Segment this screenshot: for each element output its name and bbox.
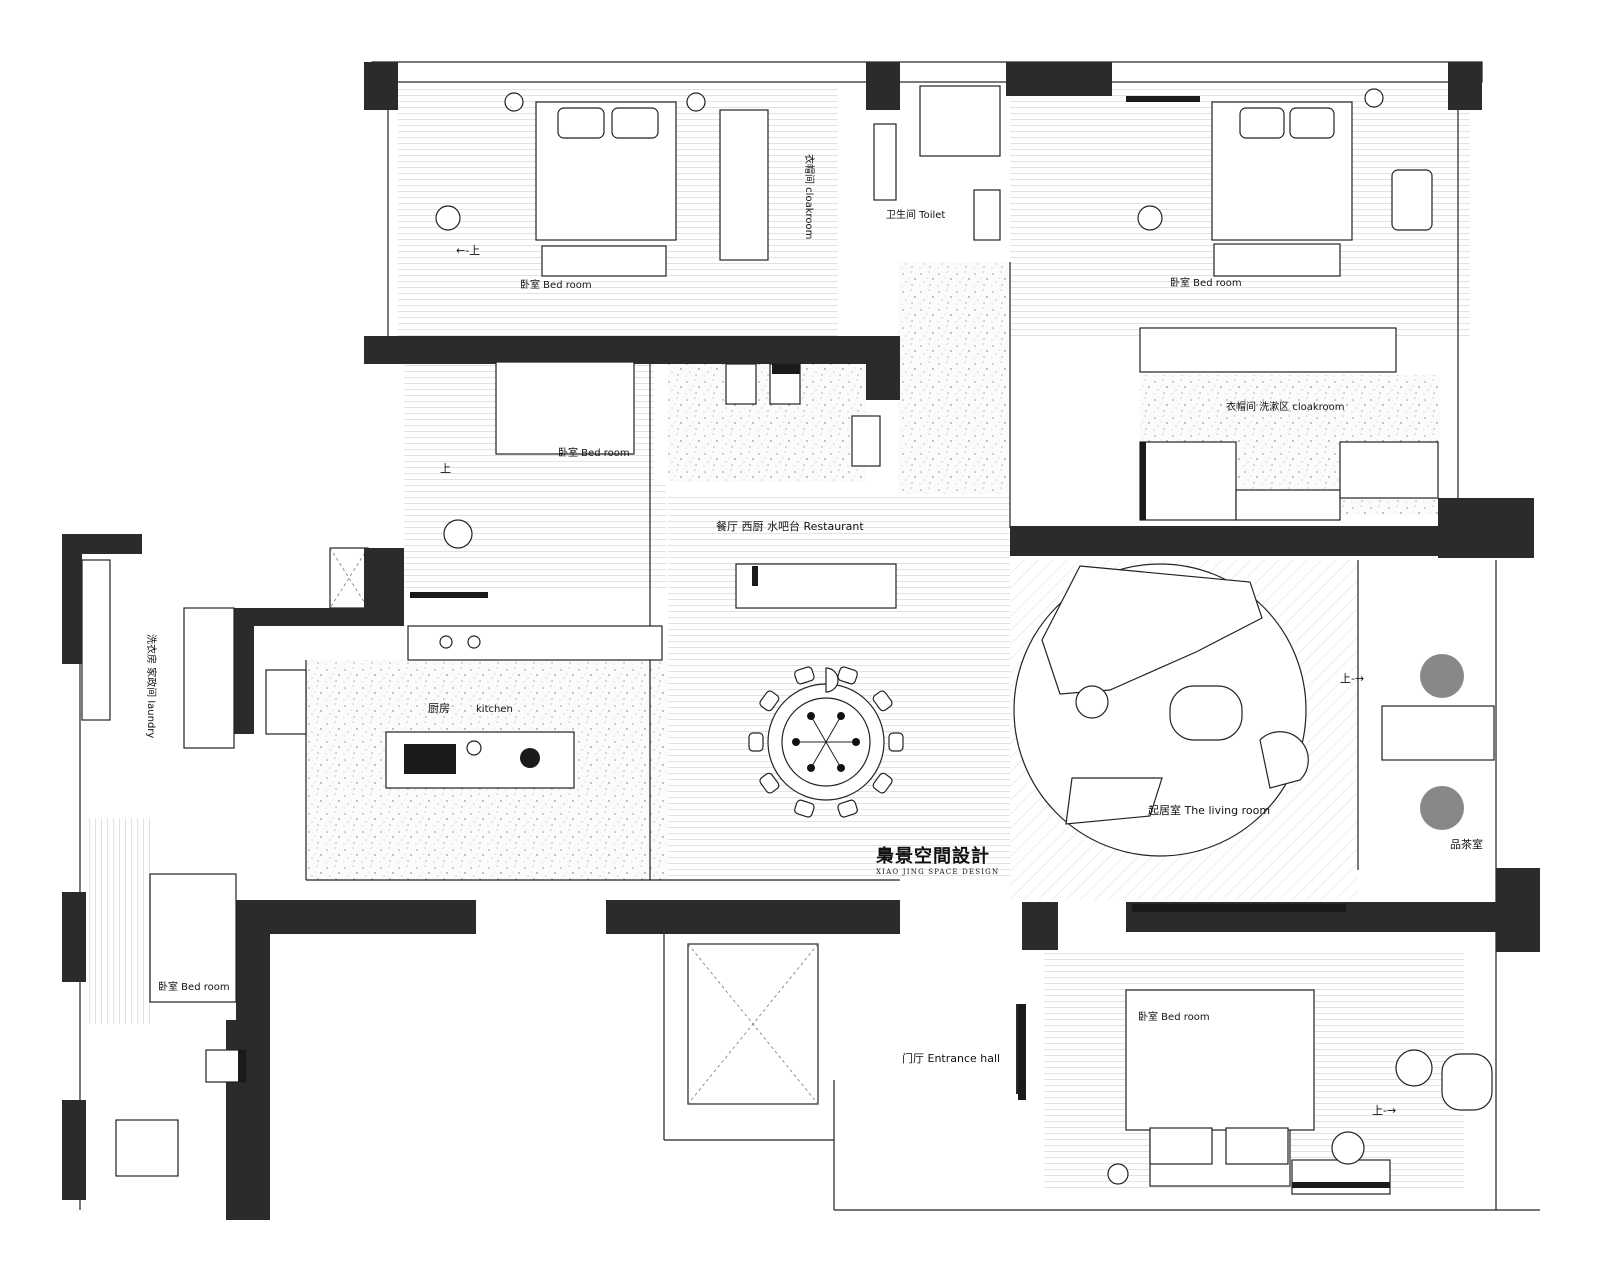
- wall-segment: [606, 900, 900, 934]
- dining-chair: [837, 666, 858, 685]
- dining-chair: [759, 690, 780, 712]
- lamp: [504, 92, 524, 112]
- lamp: [686, 92, 706, 112]
- pillow: [1289, 107, 1335, 139]
- dining-chair: [759, 772, 780, 794]
- label-toilet: 卫生间 Toilet: [886, 208, 945, 221]
- wall-column: [1496, 868, 1540, 952]
- bed-bench: [541, 245, 667, 277]
- wall-segment: [866, 336, 900, 400]
- label-bedroom-mid: 卧室 Bed room: [558, 446, 630, 459]
- pendant-arm: [825, 715, 842, 743]
- pendant-light: [807, 763, 815, 772]
- room-labels: 卧室 Bed room 衣帽间 cloakroom 卫生间 Toilet 卧室 …: [145, 154, 1483, 1117]
- pendant-light: [792, 738, 800, 746]
- stair-mark: 上‐→: [1372, 1104, 1396, 1117]
- pillow: [557, 107, 605, 139]
- label-bedroom-nw: 卧室 Bed room: [520, 278, 592, 291]
- side-table: [1075, 685, 1109, 719]
- label-bedroom-sw: 卧室 Bed room: [158, 980, 230, 993]
- wall-segment: [234, 608, 404, 626]
- pendant-arm: [825, 741, 842, 769]
- label-restaurant: 餐厅 西厨 水吧台 Restaurant: [716, 519, 864, 533]
- bed: [495, 361, 635, 455]
- stool: [435, 205, 461, 231]
- dining-chair: [748, 732, 764, 752]
- pendant-light: [807, 712, 815, 721]
- stool: [1137, 205, 1163, 231]
- pendant-light: [837, 712, 845, 721]
- wall-column: [866, 62, 900, 110]
- label-kitchen-en: kitchen: [476, 704, 513, 715]
- dining-chair: [794, 799, 815, 818]
- coffee-table: [1169, 685, 1243, 741]
- dining-chair: [837, 799, 858, 818]
- wall-segment: [236, 900, 476, 934]
- lounge-rug: [1065, 777, 1163, 825]
- label-tea-room: 品茶室: [1450, 837, 1483, 851]
- desk-chair: [1391, 169, 1433, 231]
- logo-main: 梟景空間設計: [875, 845, 990, 867]
- pendant-light: [837, 763, 845, 772]
- sofa: [1041, 565, 1263, 695]
- wall-segment: [364, 336, 900, 364]
- pendant-light: [852, 738, 860, 746]
- floor-corridor-sw: [88, 818, 150, 1024]
- label-cloakroom-n: 衣帽间 cloakroom: [803, 154, 816, 239]
- pillow: [611, 107, 659, 139]
- wall-column: [1022, 902, 1058, 950]
- bar-counter: [735, 563, 897, 609]
- wall-segment: [1010, 526, 1496, 556]
- dining-chair: [872, 772, 893, 794]
- walls: [62, 62, 1540, 1220]
- logo-sub: XIAO JING SPACE DESIGN: [876, 868, 999, 876]
- stair-mark: 上‐→: [1340, 672, 1364, 685]
- pendant-arm: [810, 715, 827, 743]
- wall-column: [1438, 498, 1534, 558]
- wall-column: [1448, 62, 1482, 110]
- lamp: [1364, 88, 1384, 108]
- wall-column: [62, 1100, 86, 1200]
- dining-chairs: [748, 666, 904, 818]
- label-living: 起居室 The living room: [1148, 803, 1270, 817]
- label-laundry: 洗衣房 家政间 laundry: [145, 634, 158, 738]
- tea-stool: [1420, 654, 1464, 698]
- wall-segment: [234, 608, 254, 734]
- stair-mark: 上: [440, 462, 451, 475]
- dining-chair: [872, 690, 893, 712]
- label-entrance: 门厅 Entrance hall: [902, 1051, 1000, 1065]
- label-bedroom-se: 卧室 Bed room: [1138, 1010, 1210, 1023]
- dining-chair: [794, 666, 815, 685]
- stair-mark: ←‐上: [456, 244, 480, 257]
- label-kitchen-cn: 厨房: [428, 702, 450, 715]
- wall-column: [62, 892, 86, 982]
- floor-corridor-n: [898, 262, 1008, 502]
- dining-chair: [888, 732, 904, 752]
- floor-corridor-mid: [404, 482, 666, 592]
- wall-column: [1006, 62, 1112, 96]
- armchair: [1259, 731, 1309, 789]
- floor-bath-mid: [668, 362, 866, 482]
- wall-segment: [236, 900, 270, 1020]
- tea-table: [1381, 705, 1495, 761]
- label-bedroom-ne: 卧室 Bed room: [1170, 276, 1242, 289]
- wall-segment: [62, 534, 82, 664]
- bed-bench: [1213, 243, 1341, 277]
- pillow: [1239, 107, 1285, 139]
- pendant-arm: [810, 741, 827, 769]
- dining-chairs: [825, 667, 839, 693]
- floor-entrance: [840, 932, 1022, 1162]
- tea-stool: [1420, 786, 1464, 830]
- label-cloak-wash: 衣帽间 洗漱区 cloakroom: [1226, 400, 1345, 413]
- wall-column: [364, 62, 398, 110]
